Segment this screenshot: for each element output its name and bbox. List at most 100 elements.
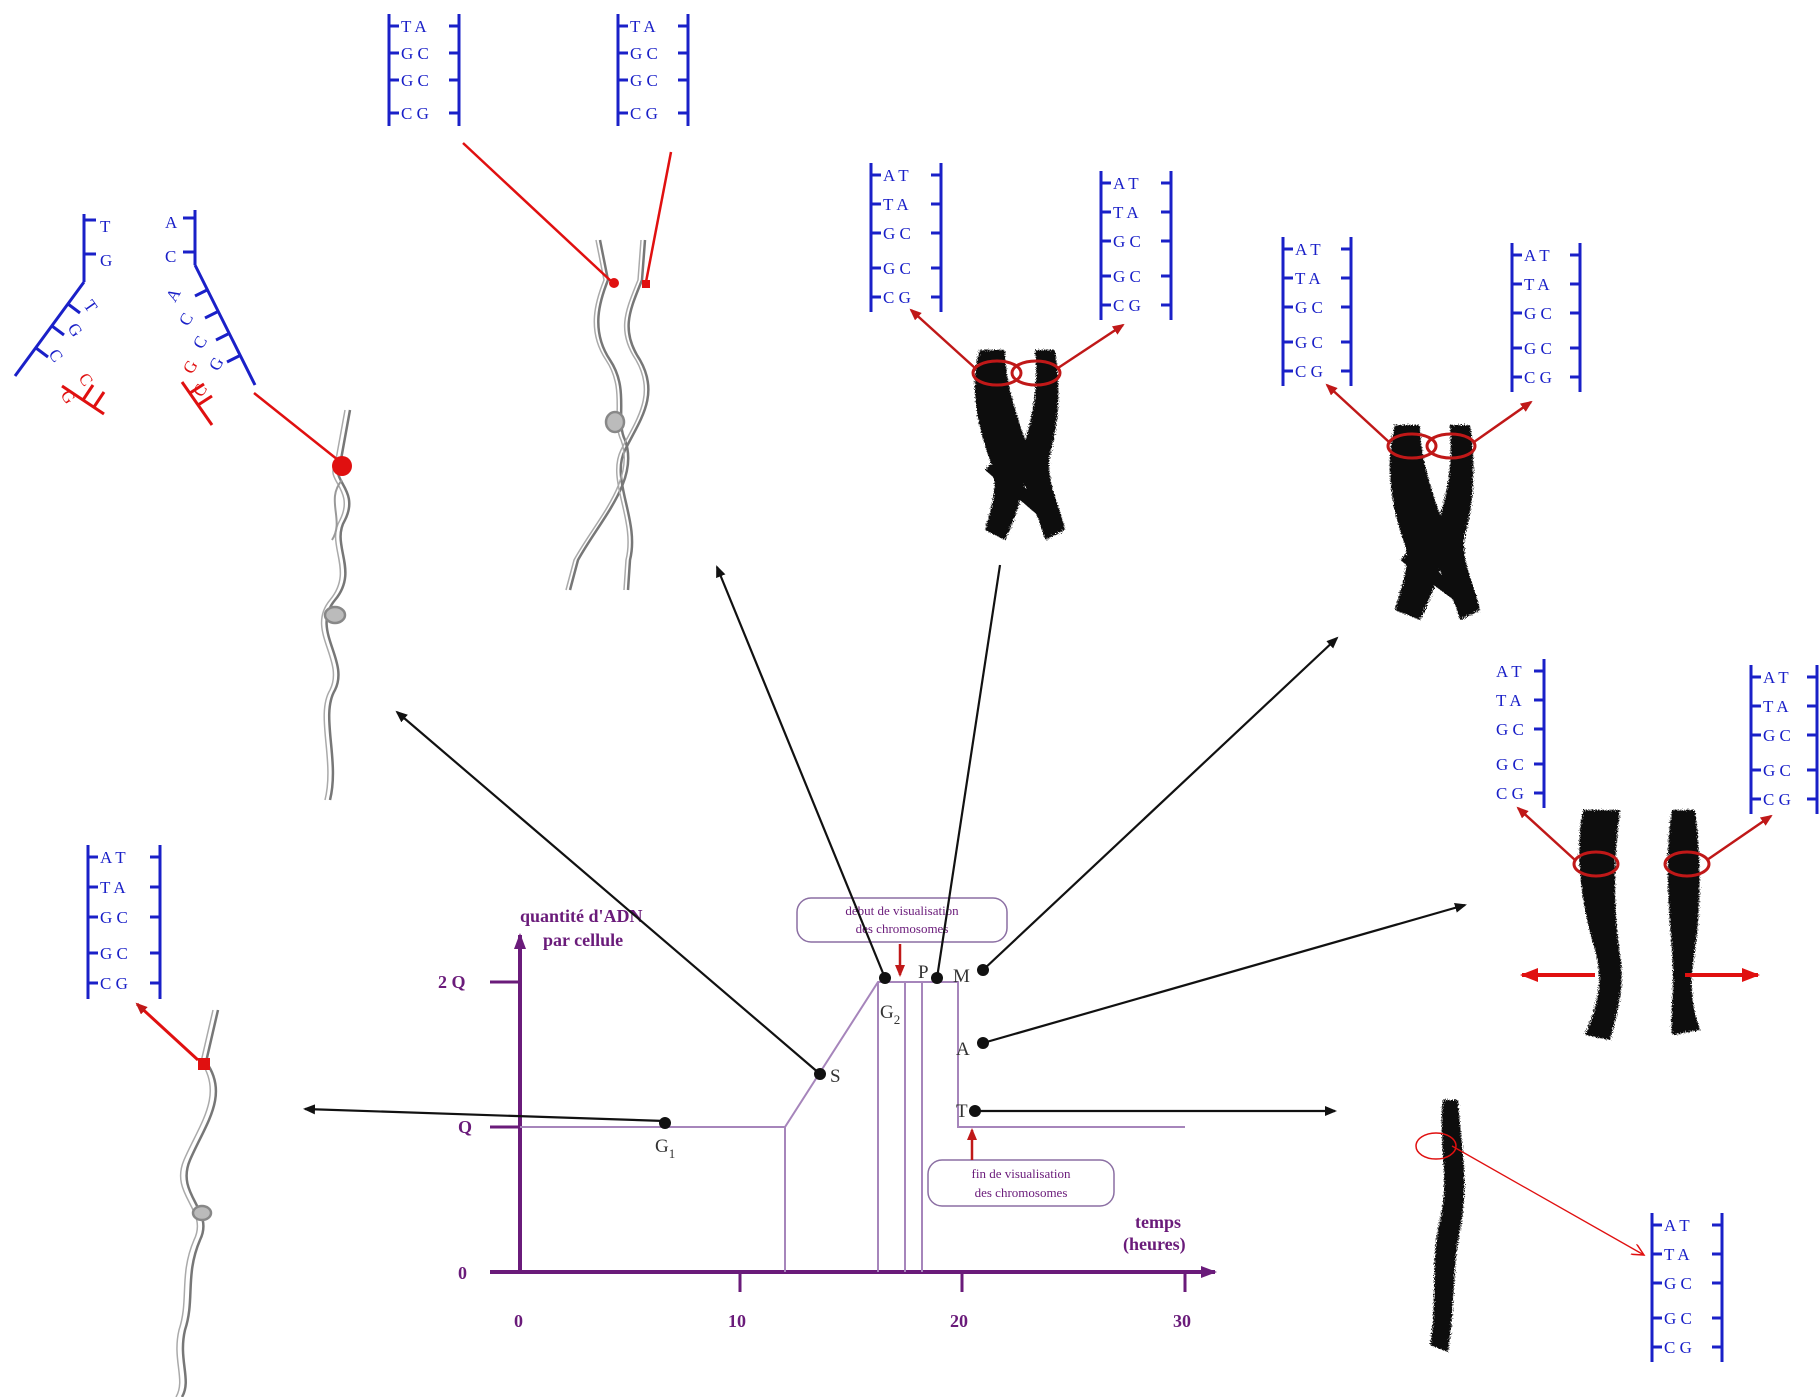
chromatid-telophase: [1430, 1100, 1465, 1352]
ladder-anaphase-right: A TT AG CG CC G: [1749, 665, 1819, 814]
ladder-g1-pair: T A: [100, 878, 126, 897]
fork-letter-r1: A: [165, 213, 178, 232]
ladder-anaphase-right-pair: A T: [1763, 668, 1789, 687]
dna-curve: [520, 981, 1185, 1128]
red-arrow-anaphase-left: [1516, 806, 1576, 861]
arrow-a-to-anaphase: [982, 902, 1467, 1045]
arrow-m-to-chromosome: [982, 636, 1339, 971]
ladder-g2-left-pair: C G: [401, 104, 429, 123]
ladder-g2-left-pair: G C: [401, 71, 429, 90]
label-s: S: [830, 1066, 841, 1087]
pointer-arrows: [303, 564, 1467, 1123]
red-arrow-metaphase-left: [1325, 383, 1390, 443]
fork-letter-r2: C: [165, 247, 176, 266]
ladder-anaphase-left-pair: A T: [1496, 662, 1522, 681]
chromosome-prophase: [974, 350, 1065, 540]
ladder-g1-pair: A T: [100, 848, 126, 867]
x-axis-title-line2: (heures): [1123, 1234, 1186, 1255]
ladder-anaphase-left-pair: G C: [1496, 720, 1524, 739]
fork-new-strands: [61, 381, 214, 426]
ladder-metaphase-left-pair: C G: [1295, 362, 1323, 381]
red-arrow-g1: [135, 1002, 200, 1062]
y-tick-label-q: Q: [458, 1117, 472, 1137]
ladder-g1: A TT AG CG CC G: [86, 845, 162, 999]
ladder-telophase-pair: G C: [1664, 1274, 1692, 1293]
red-arrow-metaphase-right: [1473, 400, 1533, 444]
note-end-visualization: fin de visualisation des chromosomes: [927, 1128, 1115, 1207]
ladder-metaphase-left: A TT AG CG CC G: [1281, 237, 1353, 386]
ladder-g2-right-pair: G C: [630, 44, 658, 63]
fork-arm-letter-r3: C: [189, 333, 211, 352]
centromere-rings-metaphase: [1386, 432, 1477, 460]
ladder-g2-right-pair: G C: [630, 71, 658, 90]
red-arrow-prophase-left: [909, 308, 976, 369]
x-tick-label-30: 30: [1173, 1311, 1191, 1331]
ladder-anaphase-left-pair: C G: [1496, 784, 1524, 803]
red-line-g2-right: [644, 151, 673, 283]
fork-arm-letter-l2: G: [64, 319, 87, 340]
fork-letter-l1: T: [100, 217, 111, 236]
ladder-metaphase-right-pair: G C: [1524, 339, 1552, 358]
fork-left-arm-strand: [13, 281, 86, 377]
ladder-telophase-pair: C G: [1664, 1338, 1692, 1357]
arrow-g2-to-duplicated: [715, 565, 887, 979]
ladder-prophase-left: A T T A G C G C C G: [869, 163, 943, 312]
ladder-prophase-left-pair: G C: [883, 224, 911, 243]
ladder-prophase-right-pair: G C: [1113, 232, 1141, 251]
ladder-metaphase-right: A TT AG CG CC G: [1510, 243, 1582, 392]
ladder-prophase-left-pair: C G: [883, 288, 911, 307]
label-a: A: [956, 1039, 970, 1060]
ladder-telophase-pair: G C: [1664, 1309, 1692, 1328]
ladder-prophase-left-pair: A T: [883, 166, 909, 185]
ladder-prophase-right-pair: C G: [1113, 296, 1141, 315]
ladder-metaphase-left-pair: G C: [1295, 333, 1323, 352]
ladder-prophase-right-pair: G C: [1113, 267, 1141, 286]
ladder-prophase-left-pair: G C: [883, 259, 911, 278]
centromere-rings-prophase: [971, 359, 1062, 387]
chromatin-g1: [175, 1009, 220, 1397]
red-line-s-phase: [253, 392, 339, 461]
ladder-g1-pair: C G: [100, 974, 128, 993]
fork-arm-letter-r4: G: [205, 354, 228, 374]
locus-marker-g1: [198, 1058, 210, 1070]
note-end-line1: fin de visualisation: [972, 1166, 1071, 1181]
arrow-g1-to-chromatin: [303, 1104, 666, 1123]
ladder-anaphase-right-pair: G C: [1763, 726, 1791, 745]
ladder-telophase-pair: A T: [1664, 1216, 1690, 1235]
note-start-line2: des chromosomes: [856, 921, 949, 936]
ladder-metaphase-left-pair: T A: [1295, 269, 1321, 288]
fork-arm-letter-l3: C: [45, 345, 67, 365]
ladder-anaphase-left-pair: G C: [1496, 755, 1524, 774]
ladder-g1-pair: G C: [100, 908, 128, 927]
arrow-s-to-replication: [395, 710, 821, 1075]
ladder-metaphase-right-pair: G C: [1524, 304, 1552, 323]
fork-letter-l2: G: [100, 251, 112, 270]
ladder-g2-right: T AG CG CC G: [616, 14, 690, 126]
ladder-metaphase-left-pair: G C: [1295, 298, 1323, 317]
centromere-ring-telophase: [1415, 1132, 1457, 1160]
label-t: T: [956, 1101, 968, 1122]
ladder-anaphase-left-pair: T A: [1496, 691, 1522, 710]
fork-new-letter-l1: G: [57, 386, 80, 407]
ladder-g2-right-pair: T A: [630, 17, 656, 36]
x-axis-title-line1: temps: [1135, 1212, 1181, 1232]
label-p: P: [918, 962, 929, 983]
ladder-metaphase-right-pair: A T: [1524, 246, 1550, 265]
x-tick-label-0: 0: [514, 1311, 523, 1331]
ladder-prophase-right-pair: A T: [1113, 174, 1139, 193]
ladder-metaphase-right-pair: T A: [1524, 275, 1550, 294]
note-end-line2: des chromosomes: [975, 1185, 1068, 1200]
y-tick-label-2q: 2 Q: [438, 972, 466, 992]
x-tick-label-10: 10: [728, 1311, 746, 1331]
note-start-visualization: début de visualisation des chromosomes: [796, 897, 1008, 977]
ladder-prophase-left-pair: T A: [883, 195, 909, 214]
red-arrow-prophase-right: [1057, 323, 1125, 370]
x-tick-label-20: 20: [950, 1311, 968, 1331]
red-arrow-anaphase-right: [1706, 814, 1773, 862]
chromatids-anaphase: [1579, 810, 1700, 1040]
chromatin-s-phase: [320, 409, 352, 801]
chromosome-metaphase: [1389, 425, 1480, 620]
ladder-g2-left: T AG CG CC G: [387, 14, 461, 126]
ladder-telophase: A TT AG CG CC G: [1650, 1213, 1724, 1362]
dna-quantity-graph: 2 Q Q 0 0 10 20 30 quantité d'ADN par ce…: [438, 897, 1217, 1331]
